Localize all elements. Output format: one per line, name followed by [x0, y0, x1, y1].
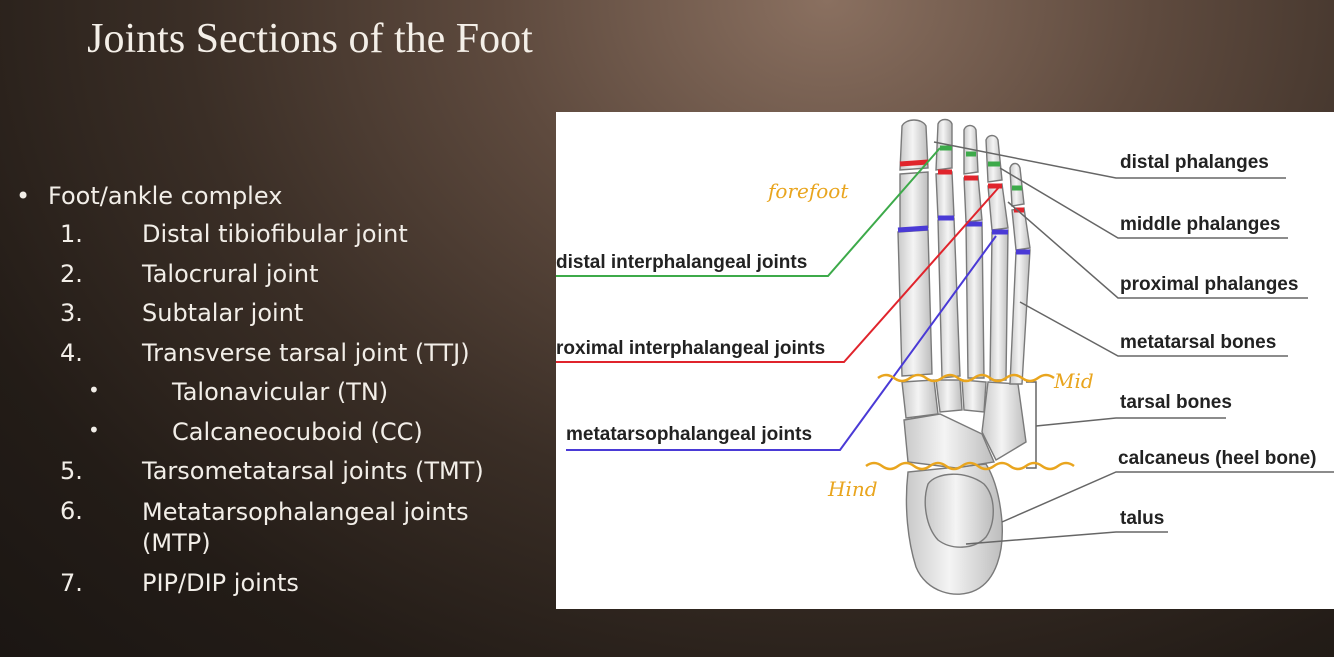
- list-number: 7.: [60, 568, 83, 597]
- foot-skeleton-illustration: distal phalanges middle phalanges proxim…: [556, 118, 1334, 595]
- leader-line: [965, 531, 1168, 545]
- mtp-joint-marker: [897, 215, 1030, 255]
- tarsal-bone: [961, 379, 987, 413]
- label-distal-phalanges: distal phalanges: [1120, 152, 1269, 173]
- list-number: 3.: [60, 299, 83, 327]
- list-item: 6. Metatarsophalangeal joints (MTP): [14, 497, 554, 569]
- list-item: 3. Subtalar joint: [14, 299, 554, 339]
- metatarsal-bone: [937, 217, 961, 379]
- main-bullet: • Foot/ankle complex: [14, 182, 554, 220]
- list-number: 6.: [60, 496, 83, 525]
- tarsal-bone: [935, 379, 963, 413]
- list-item: 1. Distal tibiofibular joint: [14, 220, 554, 260]
- list-text: Distal tibiofibular joint: [142, 220, 408, 248]
- list-text: Talocrural joint: [142, 259, 319, 288]
- label-mtp-joints: metatarsophalangeal joints: [566, 424, 812, 445]
- list-text: Tarsometatarsal joints (TMT): [142, 457, 484, 485]
- sub-list-text: Talonavicular (TN): [172, 378, 389, 406]
- bullet-marker: •: [88, 378, 100, 402]
- label-proximal-phalanges: proximal phalanges: [1120, 274, 1298, 295]
- phalanx-bone: [899, 171, 929, 231]
- phalanx-bone: [1009, 162, 1025, 207]
- sub-list-item: • Calcaneocuboid (CC): [14, 418, 554, 458]
- list-number: 5.: [60, 457, 83, 485]
- talus-bone: [924, 473, 994, 548]
- pip-joint-marker: [899, 159, 1024, 213]
- list-text: PIP/DIP joints: [142, 568, 299, 597]
- list-item: 5. Tarsometatarsal joints (TMT): [14, 457, 554, 497]
- leader-line: [1001, 471, 1334, 523]
- label-talus: talus: [1120, 508, 1164, 529]
- dip-joint-marker: [940, 145, 1022, 191]
- leader-line: [999, 167, 1288, 239]
- label-metatarsal-bones: metatarsal bones: [1120, 332, 1276, 353]
- metatarsal-bone: [965, 221, 985, 379]
- sub-list-text: Calcaneocuboid (CC): [172, 417, 423, 446]
- midfoot-division-line: [877, 373, 1055, 383]
- tarsal-bracket: [1026, 381, 1037, 469]
- main-bullet-text: Foot/ankle complex: [48, 182, 283, 210]
- metatarsal-bone: [1009, 249, 1031, 385]
- phalanx-bone: [987, 183, 1009, 231]
- metatarsal-bone: [989, 229, 1009, 381]
- list-item: 4. Transverse tarsal joint (TTJ): [14, 339, 554, 379]
- label-middle-phalanges: middle phalanges: [1120, 214, 1280, 235]
- list-text: Subtalar joint: [142, 299, 304, 327]
- foot-diagram: distal phalanges middle phalanges proxim…: [556, 112, 1334, 609]
- phalanx-bone: [935, 171, 955, 219]
- list-number: 1.: [60, 220, 83, 248]
- list-item: 7. PIP/DIP joints: [14, 569, 554, 609]
- annotation-hind: Hind: [827, 477, 878, 501]
- slide-title: Joints Sections of the Foot: [87, 16, 533, 62]
- list-number: 2.: [60, 259, 83, 288]
- bullet-marker: •: [16, 182, 31, 210]
- label-dip-joints: distal interphalangeal joints: [556, 252, 807, 273]
- leader-line: [1007, 201, 1308, 299]
- leader-line: [933, 141, 1286, 179]
- label-pip-joints: roximal interphalangeal joints: [556, 338, 825, 359]
- phalanx-bone: [935, 118, 953, 171]
- tarsal-bone: [901, 379, 939, 419]
- pip-leader-line: [556, 185, 1001, 363]
- leader-line: [1019, 301, 1288, 357]
- label-tarsal-bones: tarsal bones: [1120, 392, 1232, 413]
- leader-line: [1035, 417, 1226, 427]
- bullet-marker: •: [88, 417, 100, 442]
- hindfoot-division-line: [865, 461, 1075, 471]
- tarsal-bone: [903, 413, 995, 469]
- list-text: Metatarsophalangeal joints (MTP): [142, 497, 469, 557]
- list-number: 4.: [60, 338, 83, 367]
- sub-list-item: • Talonavicular (TN): [14, 378, 554, 418]
- metatarsal-bone: [897, 229, 933, 377]
- annotation-mid: Mid: [1053, 369, 1094, 393]
- phalanx-bone: [985, 134, 1003, 183]
- list-item: 2. Talocrural joint: [14, 260, 554, 300]
- mtp-leader-line: [566, 235, 997, 451]
- bullet-list: • Foot/ankle complex 1. Distal tibiofibu…: [14, 182, 554, 608]
- annotation-forefoot: forefoot: [766, 179, 849, 203]
- dip-leader-line: [556, 147, 941, 277]
- list-text: Transverse tarsal joint (TTJ): [142, 338, 470, 367]
- label-calcaneus: calcaneus (heel bone): [1118, 448, 1317, 469]
